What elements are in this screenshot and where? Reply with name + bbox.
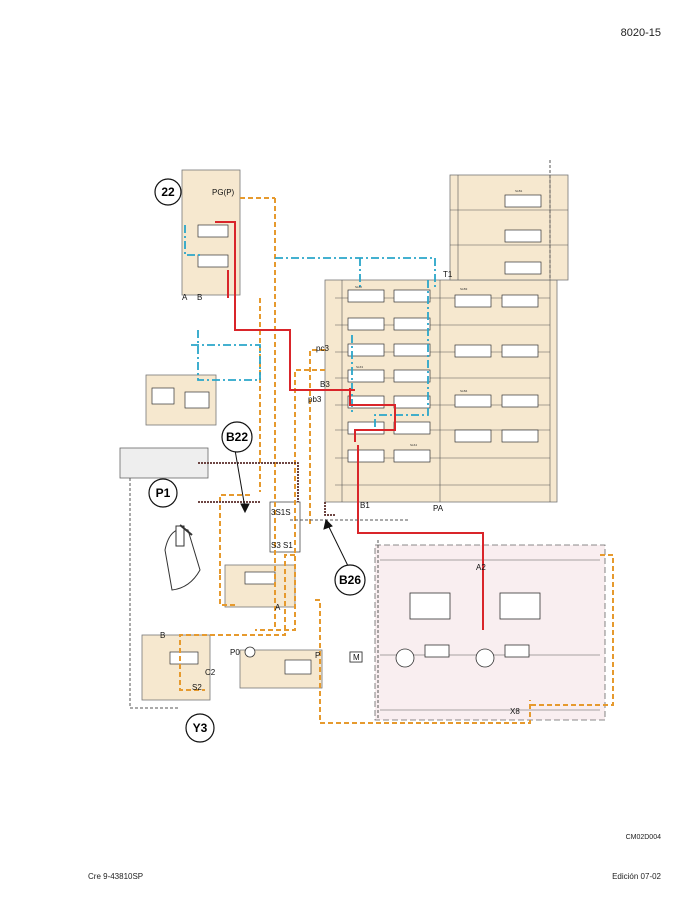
svg-text:B22: B22 — [226, 430, 248, 444]
component-microtext: SL62 SLB3 SLB1 SL63 SLB4 SL64 — [355, 189, 523, 447]
svg-text:SLB4: SLB4 — [460, 389, 468, 393]
label-b3: B3 — [320, 380, 330, 389]
component-panels — [119, 169, 606, 721]
edition-label: Edición 07-02 — [612, 872, 661, 881]
figure-code: CM02D004 — [625, 834, 661, 841]
joystick-icon — [164, 524, 201, 591]
port-labels: PG(P) A B T1 pc3 B3 pb3 B1 PA A2 3S1S S3… — [160, 188, 520, 716]
page-number: 8020-15 — [620, 27, 661, 39]
label-pa: PA — [433, 504, 444, 513]
label-pg: PG(P) — [212, 188, 235, 197]
control-valve-block-panel — [324, 279, 558, 503]
label-p: P — [315, 651, 320, 660]
callout-22: 22 — [154, 178, 182, 206]
label-b-left: B — [197, 293, 202, 302]
motor-symbol — [349, 651, 363, 663]
hydraulic-schematic: SL62 SLB3 SLB1 SL63 SLB4 SL64 PG(P) A B … — [119, 160, 614, 743]
pumps — [244, 592, 541, 668]
svg-text:SL64: SL64 — [410, 443, 417, 447]
label-b1: B1 — [360, 501, 370, 510]
label-pc3: pc3 — [316, 344, 329, 353]
document-reference: Cre 9-43810SP — [88, 872, 144, 881]
label-x8: X8 — [510, 707, 520, 716]
drain-lines — [198, 462, 335, 516]
pressure-lines — [215, 221, 484, 630]
pilot-lines — [179, 197, 614, 724]
callout-b22: B22 — [221, 421, 253, 453]
callout-b26: B26 — [334, 564, 366, 596]
label-p0: P0 — [230, 648, 240, 657]
label-t1: T1 — [443, 270, 453, 279]
label-s2: S2 — [192, 683, 202, 692]
svg-text:SL63: SL63 — [356, 365, 363, 369]
callout-p1: P1 — [148, 478, 178, 508]
label-c2: C2 — [205, 668, 216, 677]
label-b-low: B — [160, 631, 165, 640]
label-m: M — [353, 653, 360, 662]
callouts: 22 B22 P1 B26 Y3 — [148, 178, 366, 743]
label-3s1s: 3S1S — [271, 508, 291, 517]
svg-text:SLB3: SLB3 — [460, 287, 468, 291]
case-drain-lines — [129, 160, 551, 720]
callout-leaders — [234, 449, 351, 571]
callout-y3: Y3 — [185, 713, 215, 743]
svg-text:P1: P1 — [156, 486, 171, 500]
return-lines — [184, 225, 436, 430]
label-a-mid: A — [275, 603, 281, 612]
svg-text:B26: B26 — [339, 573, 361, 587]
display-box — [119, 447, 209, 479]
label-a2: A2 — [476, 563, 486, 572]
label-a-left: A — [182, 293, 188, 302]
svg-text:22: 22 — [161, 185, 175, 199]
label-pb3: pb3 — [308, 395, 322, 404]
svg-text:SLB1: SLB1 — [515, 189, 523, 193]
svg-text:Y3: Y3 — [193, 721, 208, 735]
label-s3s1: S3 S1 — [271, 541, 293, 550]
pump-assembly-panel — [374, 544, 606, 721]
svg-text:SL62: SL62 — [355, 285, 362, 289]
